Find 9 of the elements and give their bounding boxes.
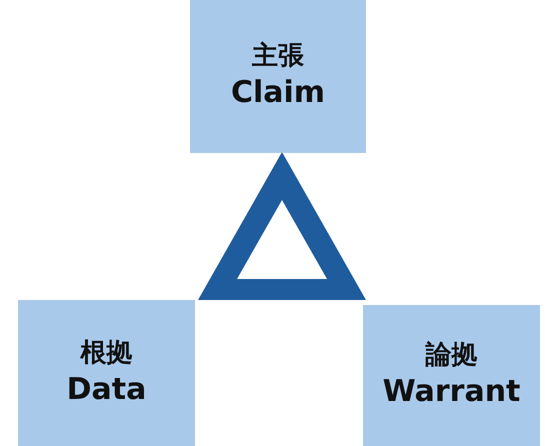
japanese-term: 論拠 <box>426 341 478 372</box>
japanese-term: 主張 <box>252 42 304 72</box>
concept-box <box>363 305 540 446</box>
concept-box <box>18 300 195 446</box>
concept-box <box>190 0 366 153</box>
japanese-term: 根拠 <box>80 338 132 369</box>
english-term: Claim <box>230 76 326 111</box>
english-term: Data <box>66 372 146 408</box>
english-term: Warrant <box>382 375 520 410</box>
